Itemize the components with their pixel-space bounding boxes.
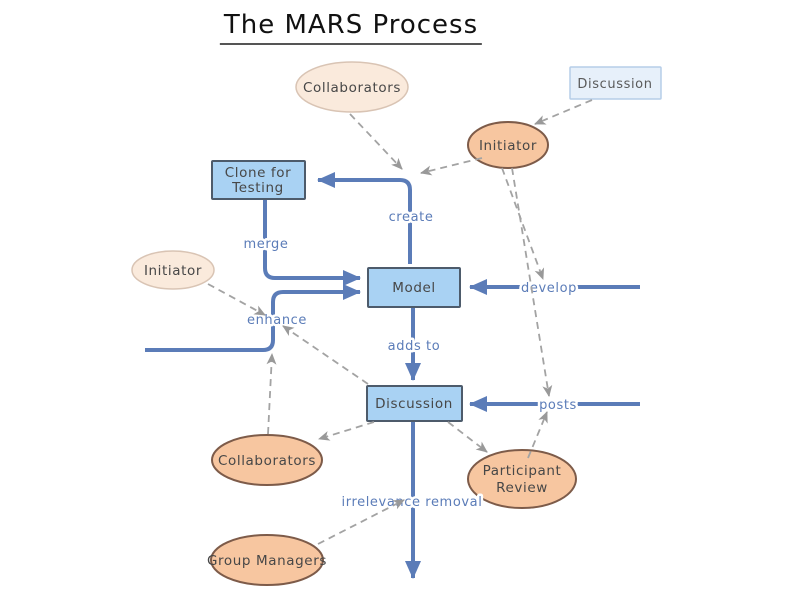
node-collaborators-bottom: [211, 434, 323, 486]
dashed-discussion-to-collaborators-bottom: [318, 421, 375, 441]
edge-label-irrelevance-removal: irrelevance removal: [342, 495, 483, 510]
node-group-managers: [210, 534, 324, 586]
diagram-title: The MARS Process: [219, 10, 483, 45]
edge-label-create: create: [389, 210, 434, 225]
dashed-initiator-left-to-enhance: [207, 283, 266, 316]
node-discussion-source: [569, 66, 662, 100]
dashed-collaborators-top-to-create: [349, 113, 403, 170]
edge-label-merge: merge: [243, 237, 288, 252]
dashed-initiator-right-to-develop: [501, 167, 545, 280]
node-discussion-main: [366, 385, 463, 422]
node-collaborators-bottom-label: Collaborators: [218, 453, 316, 469]
dashed-discussion-to-participant-review: [447, 421, 488, 453]
node-discussion-source-label: Discussion: [577, 77, 652, 92]
dashed-discussion-source-to-initiator: [534, 99, 593, 125]
node-collaborators-top-label: Collaborators: [303, 80, 401, 96]
node-clone-for-testing: [211, 160, 306, 200]
edge-label-develop: develop: [521, 281, 577, 296]
edge-label-adds-to: adds to: [388, 339, 441, 354]
node-group-managers-label: Group Managers: [207, 553, 327, 569]
node-initiator-right-label: Initiator: [479, 138, 537, 154]
node-discussion-main-label: Discussion: [375, 396, 453, 412]
dashed-initiator-right-to-create: [420, 157, 483, 176]
node-participant-review-label-line2: Review: [496, 480, 548, 496]
connector-create-to-clone-and-model: [317, 172, 412, 264]
dashed-group-managers-to-irrelevance: [317, 499, 405, 545]
node-model-label: Model: [392, 280, 436, 296]
node-participant-review: [467, 449, 577, 509]
node-participant-review-label-line1: Participant: [483, 463, 562, 479]
dashed-collaborators-bottom-to-enhance: [266, 353, 277, 435]
dashed-participant-review-to-posts: [527, 411, 548, 459]
dashed-initiator-right-to-posts: [511, 167, 553, 397]
node-clone-for-testing-label-line2: Testing: [231, 180, 284, 196]
node-clone-for-testing-label-line1: Clone for: [225, 165, 292, 181]
node-collaborators-top: [295, 61, 409, 113]
node-initiator-right: [467, 121, 549, 169]
node-initiator-left: [131, 250, 215, 290]
node-initiator-left-label: Initiator: [144, 263, 202, 279]
connector-merge-clone-to-model: [263, 198, 361, 286]
node-model: [367, 267, 461, 308]
connector-enhance-to-model: [145, 284, 361, 352]
edge-label-enhance: enhance: [247, 313, 307, 328]
edge-label-posts: posts: [539, 398, 577, 413]
dashed-discussion-to-enhance: [282, 325, 369, 385]
